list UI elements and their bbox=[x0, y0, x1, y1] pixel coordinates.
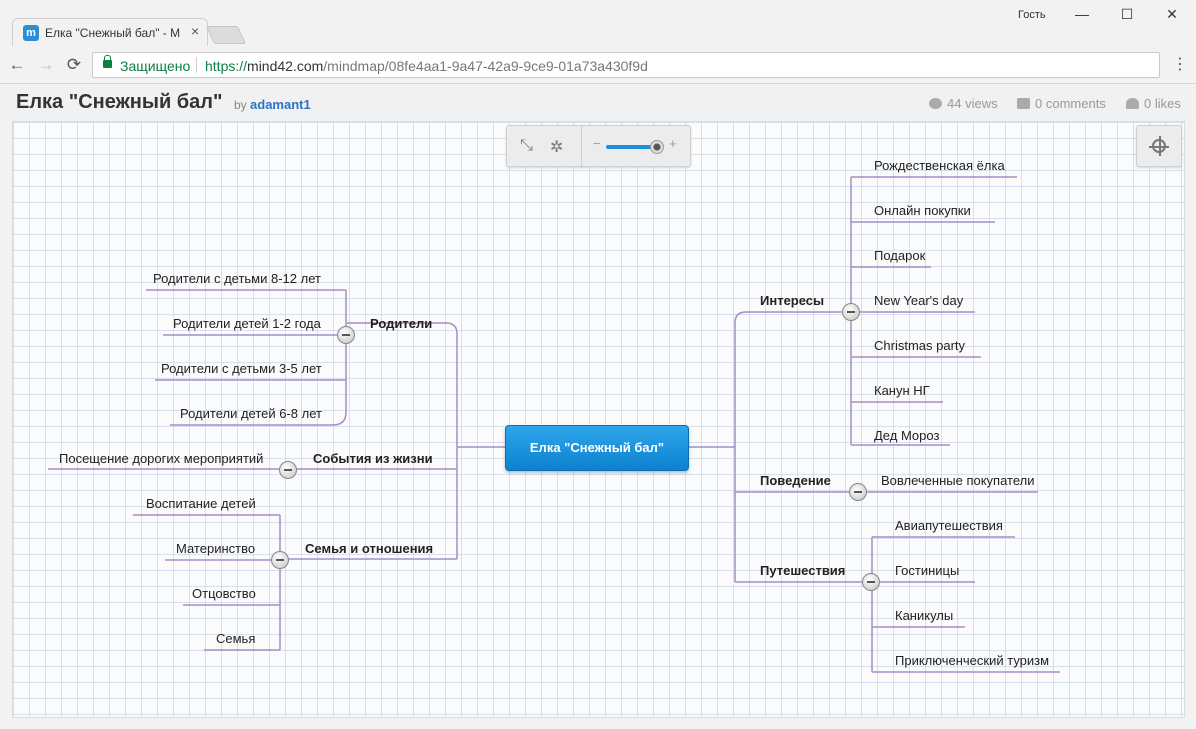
tab-close-icon[interactable]: × bbox=[191, 23, 200, 39]
browser-tab[interactable]: m Елка "Снежный бал" - M × bbox=[12, 18, 208, 46]
node-behavior[interactable]: Поведение bbox=[760, 473, 831, 488]
node-parents-child[interactable]: Родители детей 1-2 года bbox=[173, 316, 321, 331]
zoom-out-icon[interactable]: − bbox=[593, 136, 601, 151]
expand-all-icon[interactable]: ✲ bbox=[550, 139, 564, 156]
mindmap-header: Елка "Снежный бал" by adamant1 44 views … bbox=[0, 85, 1196, 121]
node-parents-child[interactable]: Родители с детьми 8-12 лет bbox=[153, 271, 321, 286]
root-node[interactable]: Елка "Снежный бал" bbox=[505, 425, 689, 471]
collapse-life-events-icon[interactable] bbox=[279, 461, 297, 479]
url-host: mind42.com bbox=[247, 58, 324, 74]
zoom-slider-thumb[interactable] bbox=[650, 140, 664, 154]
secure-label: Защищено bbox=[120, 58, 191, 74]
zoom-toolbar: ⤡ ✲ − + bbox=[506, 125, 691, 168]
node-travel-child[interactable]: Приключенческий туризм bbox=[895, 653, 1050, 668]
node-life-events-child[interactable]: Посещение дорогих мероприятий bbox=[59, 451, 264, 466]
browser-toolbar: ← → ⟳ Защищено https://mind42.com/mindma… bbox=[0, 46, 1196, 84]
maximize-icon[interactable]: ☐ bbox=[1120, 6, 1134, 22]
comment-icon bbox=[1017, 98, 1030, 109]
node-interests-child[interactable]: Christmas party bbox=[874, 338, 966, 353]
node-interests-child[interactable]: New Year's day bbox=[874, 293, 964, 308]
views-stat: 44 views bbox=[929, 96, 998, 111]
node-family-child[interactable]: Отцовство bbox=[192, 586, 256, 601]
node-travel-child[interactable]: Каникулы bbox=[895, 608, 954, 623]
zoom-slider-track[interactable] bbox=[606, 145, 660, 149]
branch-lines bbox=[48, 176, 1060, 673]
heart-icon bbox=[1126, 98, 1139, 109]
url-text[interactable]: https://mind42.com/mindmap/08fe4aa1-9a47… bbox=[205, 58, 648, 74]
collapse-travel-icon[interactable] bbox=[862, 573, 880, 591]
tab-title: Елка "Снежный бал" - M bbox=[45, 26, 181, 40]
collapse-all-icon[interactable]: ⤡ bbox=[520, 137, 533, 154]
node-family-child[interactable]: Воспитание детей bbox=[146, 496, 256, 511]
comments-count: 0 comments bbox=[1035, 96, 1106, 111]
url-scheme: https:// bbox=[205, 58, 248, 74]
toolbar-divider bbox=[581, 126, 582, 168]
omnibox-divider bbox=[196, 57, 197, 73]
node-interests-child[interactable]: Канун НГ bbox=[874, 383, 930, 398]
eye-icon bbox=[929, 98, 942, 109]
close-window-icon[interactable]: ✕ bbox=[1166, 6, 1178, 22]
browser-menu-icon[interactable]: ⋮ bbox=[1172, 56, 1188, 73]
comments-stat[interactable]: 0 comments bbox=[1017, 96, 1106, 111]
minimize-icon[interactable]: — bbox=[1075, 6, 1089, 22]
collapse-parents-icon[interactable] bbox=[337, 326, 355, 344]
url-path: /mindmap/08fe4aa1-9a47-42a9-9ce9-01a73a4… bbox=[323, 58, 648, 74]
node-interests[interactable]: Интересы bbox=[760, 293, 825, 308]
page-title: Елка "Снежный бал" bbox=[16, 91, 223, 113]
browser-titlebar: m Елка "Снежный бал" - M × Гость — ☐ ✕ bbox=[0, 0, 1196, 46]
node-family-child[interactable]: Материнство bbox=[176, 541, 256, 556]
node-travel[interactable]: Путешествия bbox=[760, 563, 846, 578]
node-travel-child[interactable]: Авиапутешествия bbox=[895, 518, 1003, 533]
likes-count: 0 likes bbox=[1144, 96, 1181, 111]
forward-icon[interactable]: → bbox=[37, 55, 55, 74]
likes-stat[interactable]: 0 likes bbox=[1126, 96, 1181, 111]
node-life-events[interactable]: События из жизни bbox=[313, 451, 433, 466]
center-map-button[interactable] bbox=[1136, 125, 1182, 167]
node-parents-child[interactable]: Родители с детьми 3-5 лет bbox=[161, 361, 322, 376]
node-travel-child[interactable]: Гостиницы bbox=[895, 563, 960, 578]
zoom-in-icon[interactable]: + bbox=[669, 136, 677, 151]
mind42-favicon-icon: m bbox=[23, 25, 39, 41]
profile-name[interactable]: Гость bbox=[1018, 9, 1046, 21]
node-interests-child[interactable]: Рождественская ёлка bbox=[874, 158, 1005, 173]
crosshair-icon bbox=[1149, 136, 1169, 156]
by-label: by bbox=[234, 98, 247, 112]
node-behavior-child[interactable]: Вовлеченные покупатели bbox=[881, 473, 1035, 488]
node-parents[interactable]: Родители bbox=[370, 316, 433, 331]
reload-icon[interactable]: ⟳ bbox=[66, 55, 82, 74]
node-family[interactable]: Семья и отношения bbox=[305, 541, 434, 556]
mindmap-canvas[interactable]: ⤡ ✲ − + Елка "Снежный бал" Родители Роди… bbox=[12, 121, 1185, 718]
node-parents-child[interactable]: Родители детей 6-8 лет bbox=[180, 406, 322, 421]
views-count: 44 views bbox=[947, 96, 998, 111]
author-link[interactable]: adamant1 bbox=[250, 97, 311, 112]
address-bar[interactable]: Защищено https://mind42.com/mindmap/08fe… bbox=[92, 52, 1160, 78]
node-interests-child[interactable]: Онлайн покупки bbox=[874, 203, 971, 218]
collapse-behavior-icon[interactable] bbox=[849, 483, 867, 501]
lock-icon bbox=[103, 55, 112, 68]
node-family-child[interactable]: Семья bbox=[216, 631, 256, 646]
new-tab-button[interactable] bbox=[205, 26, 247, 44]
back-icon[interactable]: ← bbox=[8, 55, 26, 74]
node-interests-child[interactable]: Подарок bbox=[874, 248, 926, 263]
collapse-interests-icon[interactable] bbox=[842, 303, 860, 321]
collapse-family-icon[interactable] bbox=[271, 551, 289, 569]
byline: by adamant1 bbox=[234, 97, 311, 112]
node-interests-child[interactable]: Дед Мороз bbox=[874, 428, 940, 443]
